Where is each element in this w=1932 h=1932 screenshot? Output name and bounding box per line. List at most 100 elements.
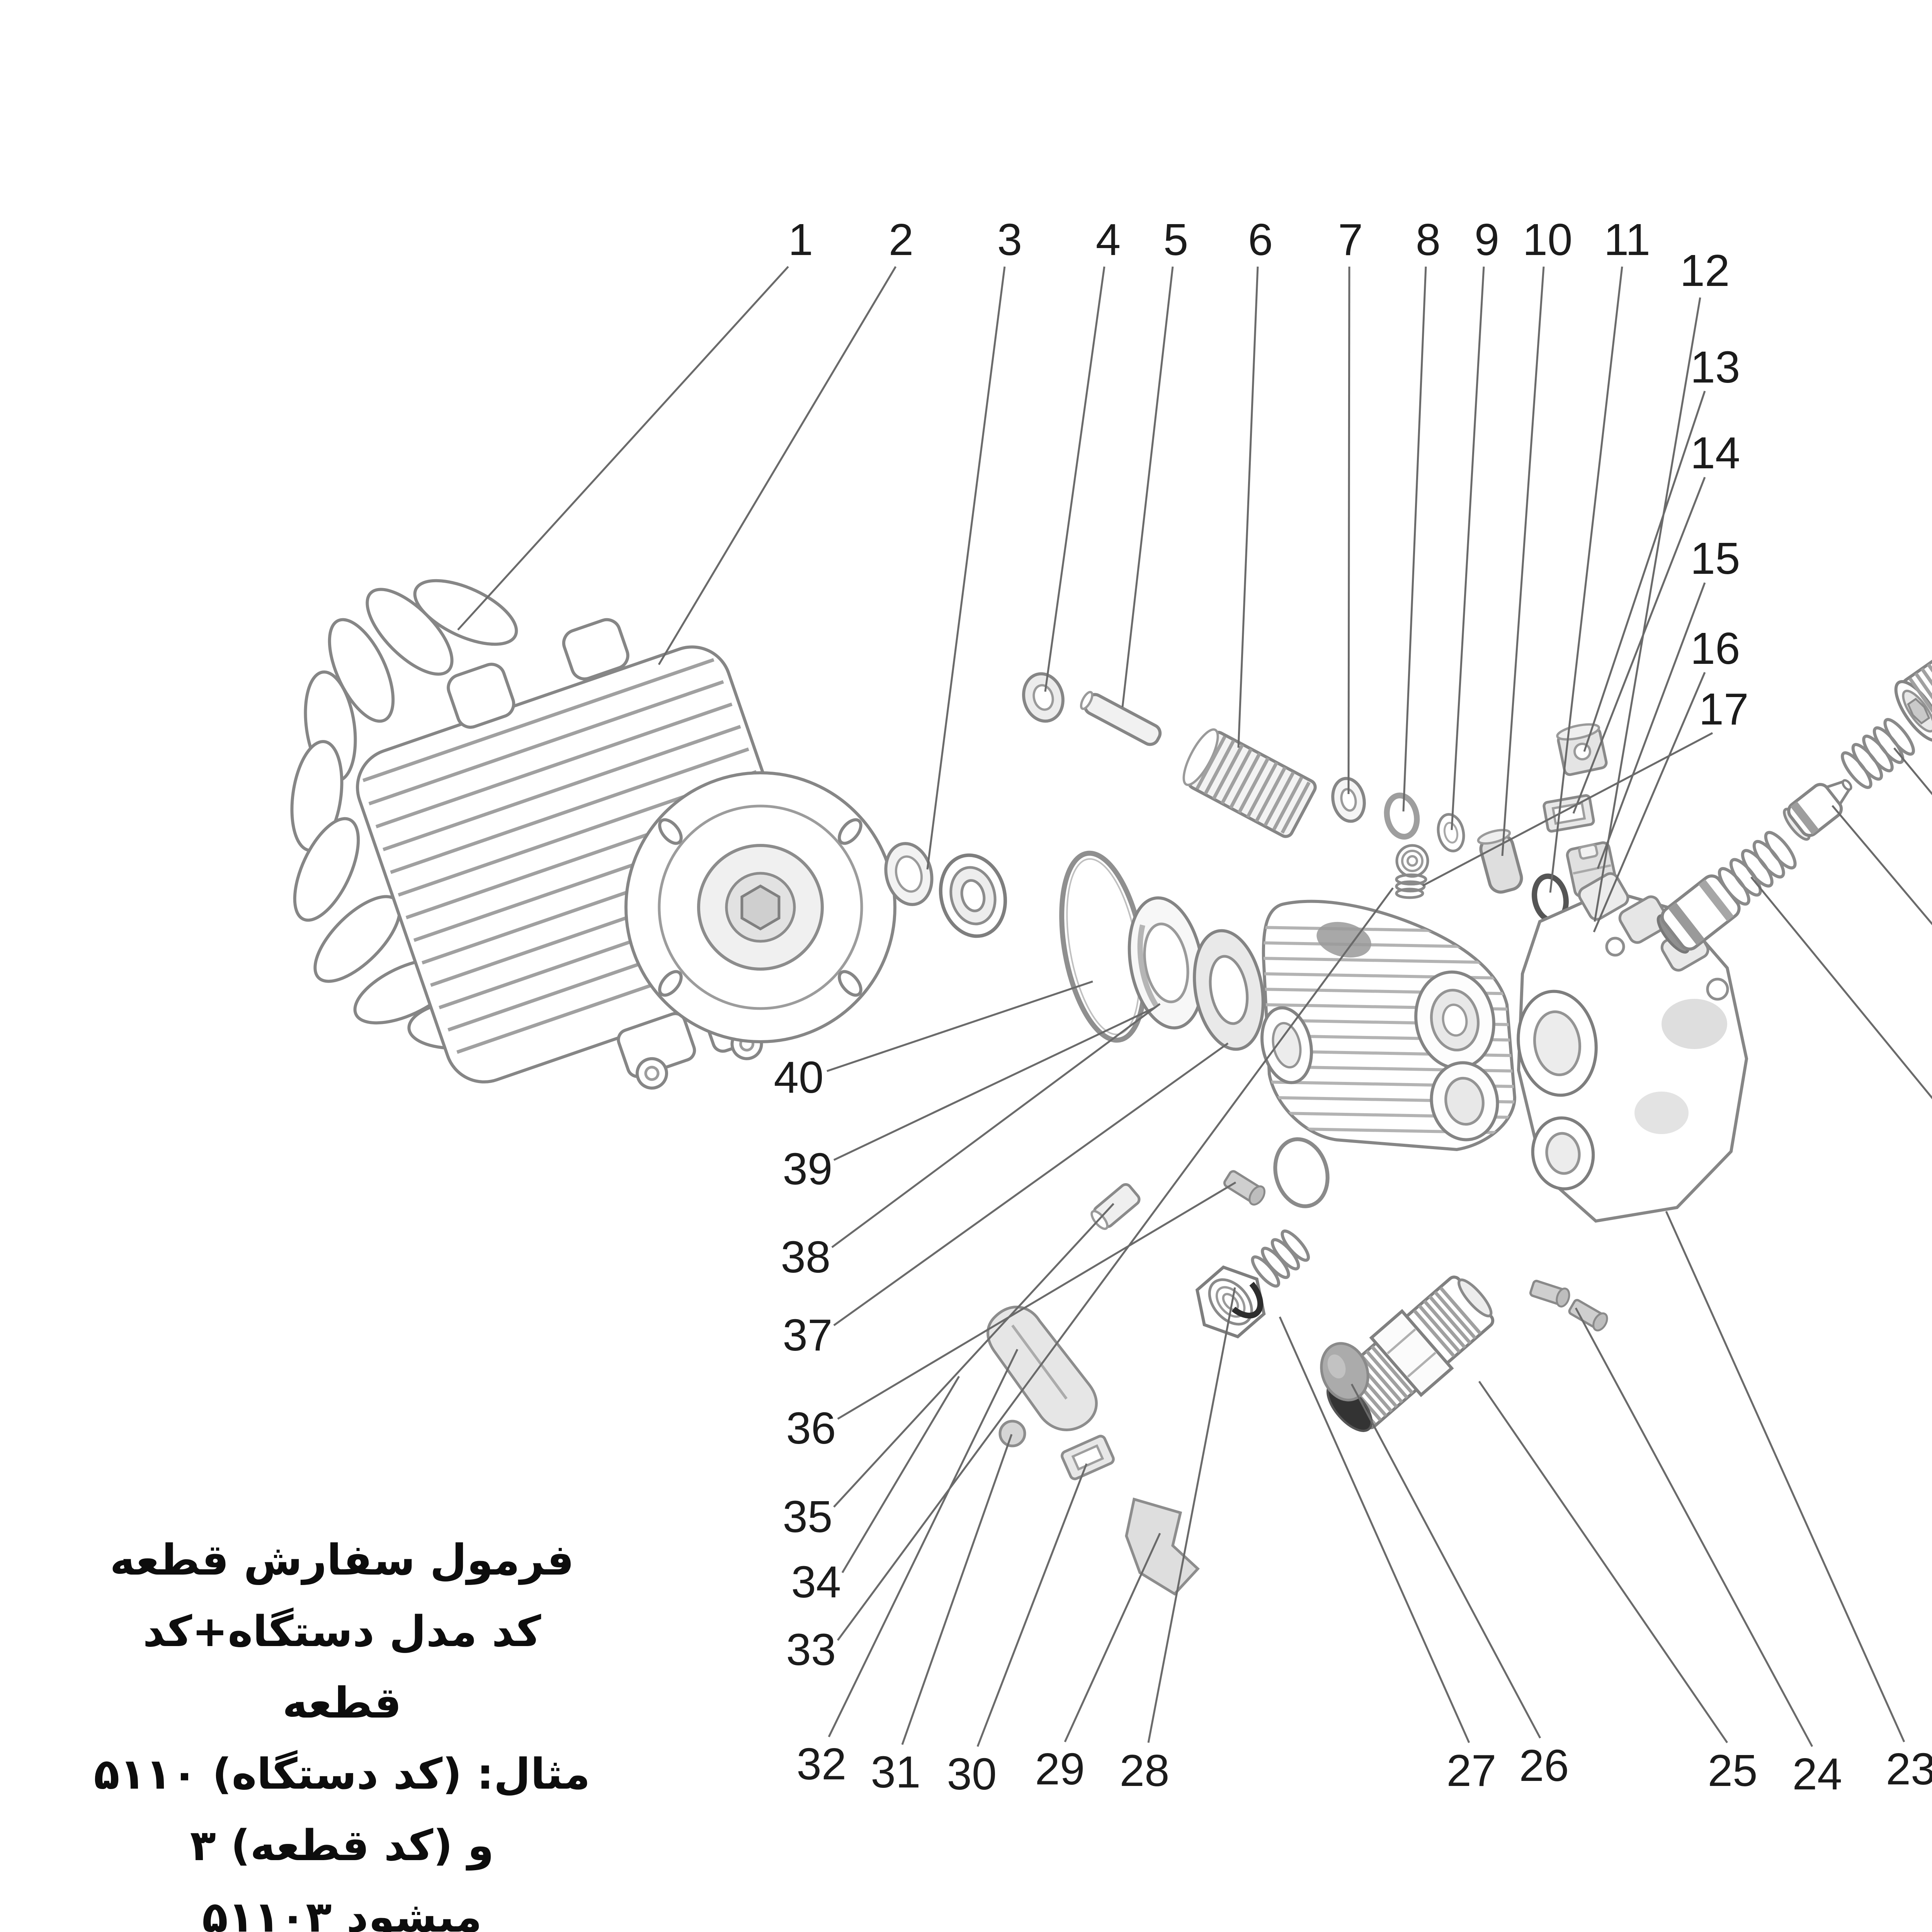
head-bolt	[1568, 1299, 1608, 1332]
leader-line-6	[1237, 266, 1259, 748]
manifold-patch	[1634, 1092, 1689, 1134]
part-number-30: 30	[947, 1749, 997, 1799]
leader-line-4	[1044, 266, 1105, 692]
part-number-40: 40	[774, 1052, 823, 1102]
part-number-31: 31	[871, 1747, 920, 1797]
leader-line-32	[828, 1349, 1019, 1738]
pump-body-mark	[1316, 922, 1371, 958]
part-number-39: 39	[782, 1144, 832, 1194]
leader-line-12	[1594, 297, 1701, 922]
set-bolt	[1223, 1170, 1265, 1206]
part-number-12: 12	[1680, 245, 1730, 296]
part-number-4: 4	[1096, 214, 1121, 265]
pump-bore-lower	[1430, 1061, 1499, 1141]
leader-line-24	[1575, 1307, 1813, 1747]
motor-flange	[624, 771, 896, 1043]
part-number-3: 3	[997, 214, 1022, 265]
outlet-nipple-fitting	[1326, 1276, 1495, 1432]
part-number-9: 9	[1475, 214, 1500, 265]
head-o-ring	[1273, 1137, 1330, 1208]
leader-line-9	[1451, 266, 1485, 830]
lower-parts-cluster	[986, 1137, 1608, 1596]
valve-assembly	[1656, 831, 1797, 954]
square-nut	[1543, 794, 1595, 833]
ball-bearing	[939, 853, 1007, 938]
manifold-lower-port	[1531, 1116, 1595, 1190]
part-number-37: 37	[782, 1310, 832, 1360]
part-number-34: 34	[791, 1557, 841, 1607]
pump-bore-front	[1414, 970, 1495, 1070]
gray-o-ring	[1384, 793, 1420, 840]
part-number-24: 24	[1792, 1749, 1842, 1799]
leader-line-1	[457, 266, 789, 631]
part-number-11: 11	[1604, 214, 1650, 265]
part-number-6: 6	[1248, 214, 1273, 265]
valve-spring	[1841, 718, 1915, 789]
leader-line-39	[833, 1007, 1155, 1161]
leader-line-10	[1501, 266, 1545, 856]
leader-line-5	[1121, 266, 1174, 707]
ordering-note: فرمول سفارش قطعه کد مدل دستگاه+کد قطعه م…	[85, 1524, 599, 1932]
leader-line-21	[1832, 805, 1932, 925]
leader-line-14	[1572, 477, 1706, 814]
ordering-note-line: کد مدل دستگاه+کد قطعه	[143, 1606, 541, 1728]
leader-line-16	[1593, 672, 1706, 932]
leader-line-26	[1350, 1383, 1541, 1739]
seal-carrier-ring	[1128, 896, 1205, 1030]
part-number-16: 16	[1690, 623, 1740, 673]
part-number-25: 25	[1708, 1745, 1757, 1796]
leader-line-23	[1665, 1211, 1905, 1743]
leader-line-8	[1402, 266, 1427, 812]
part-number-33: 33	[786, 1624, 836, 1675]
valve-cluster	[1656, 650, 1932, 954]
part-number-10: 10	[1522, 214, 1572, 265]
leader-line-30	[976, 1463, 1088, 1747]
leader-line-25	[1478, 1381, 1728, 1743]
part-number-13: 13	[1690, 342, 1740, 392]
part-number-1: 1	[788, 214, 813, 265]
motor-lug	[447, 663, 515, 729]
leader-line-37	[833, 1042, 1229, 1327]
retainer-ring	[1022, 672, 1065, 723]
leader-line-34	[841, 1376, 960, 1573]
leader-line-15	[1597, 582, 1706, 869]
part-number-8: 8	[1416, 214, 1441, 265]
gray-plug	[1320, 1342, 1369, 1401]
part-number-27: 27	[1446, 1745, 1496, 1796]
leader-line-27	[1279, 1316, 1470, 1743]
leader-line-2	[658, 266, 897, 665]
part-number-7: 7	[1338, 214, 1363, 265]
shaft-pin	[1080, 691, 1162, 746]
leader-line-38	[831, 1003, 1161, 1248]
ordering-note-line: میشود ۵۱۱۰۳	[202, 1892, 482, 1932]
leader-line-11	[1549, 266, 1623, 893]
connecting-lever	[986, 1306, 1098, 1431]
elbow-link	[1125, 1497, 1200, 1596]
motor-lug	[562, 618, 629, 681]
manifold-patch	[1662, 999, 1727, 1049]
motor-assembly	[290, 579, 896, 1090]
part-number-32: 32	[796, 1739, 846, 1789]
ordering-note-line: مثال: (کد دستگاه) ۵۱۱۰ و (کد قطعه) ۳	[94, 1749, 590, 1871]
thin-ring	[1437, 813, 1465, 852]
slide-nut	[1061, 1435, 1115, 1480]
motor-shaft-end	[740, 884, 781, 931]
valve-poppet	[1783, 779, 1852, 841]
manifold-inlet-port	[1517, 990, 1598, 1097]
valve-seat-assembly	[1195, 1230, 1310, 1338]
part-number-5: 5	[1163, 214, 1189, 265]
leader-line-20	[1893, 747, 1932, 796]
leader-line-40	[827, 980, 1093, 1072]
part-number-35: 35	[782, 1492, 832, 1542]
leader-lines-layer	[457, 266, 1932, 1747]
part-number-29: 29	[1035, 1744, 1085, 1794]
seal-and-bearing-set	[884, 842, 1265, 1051]
leader-line-33	[837, 887, 1394, 1641]
part-number-36: 36	[786, 1403, 836, 1453]
leader-line-13	[1583, 391, 1706, 752]
leader-line-35	[833, 1203, 1114, 1508]
unloader-valve	[1894, 650, 1932, 742]
oil-seal	[884, 842, 934, 906]
part-number-17: 17	[1699, 684, 1748, 734]
